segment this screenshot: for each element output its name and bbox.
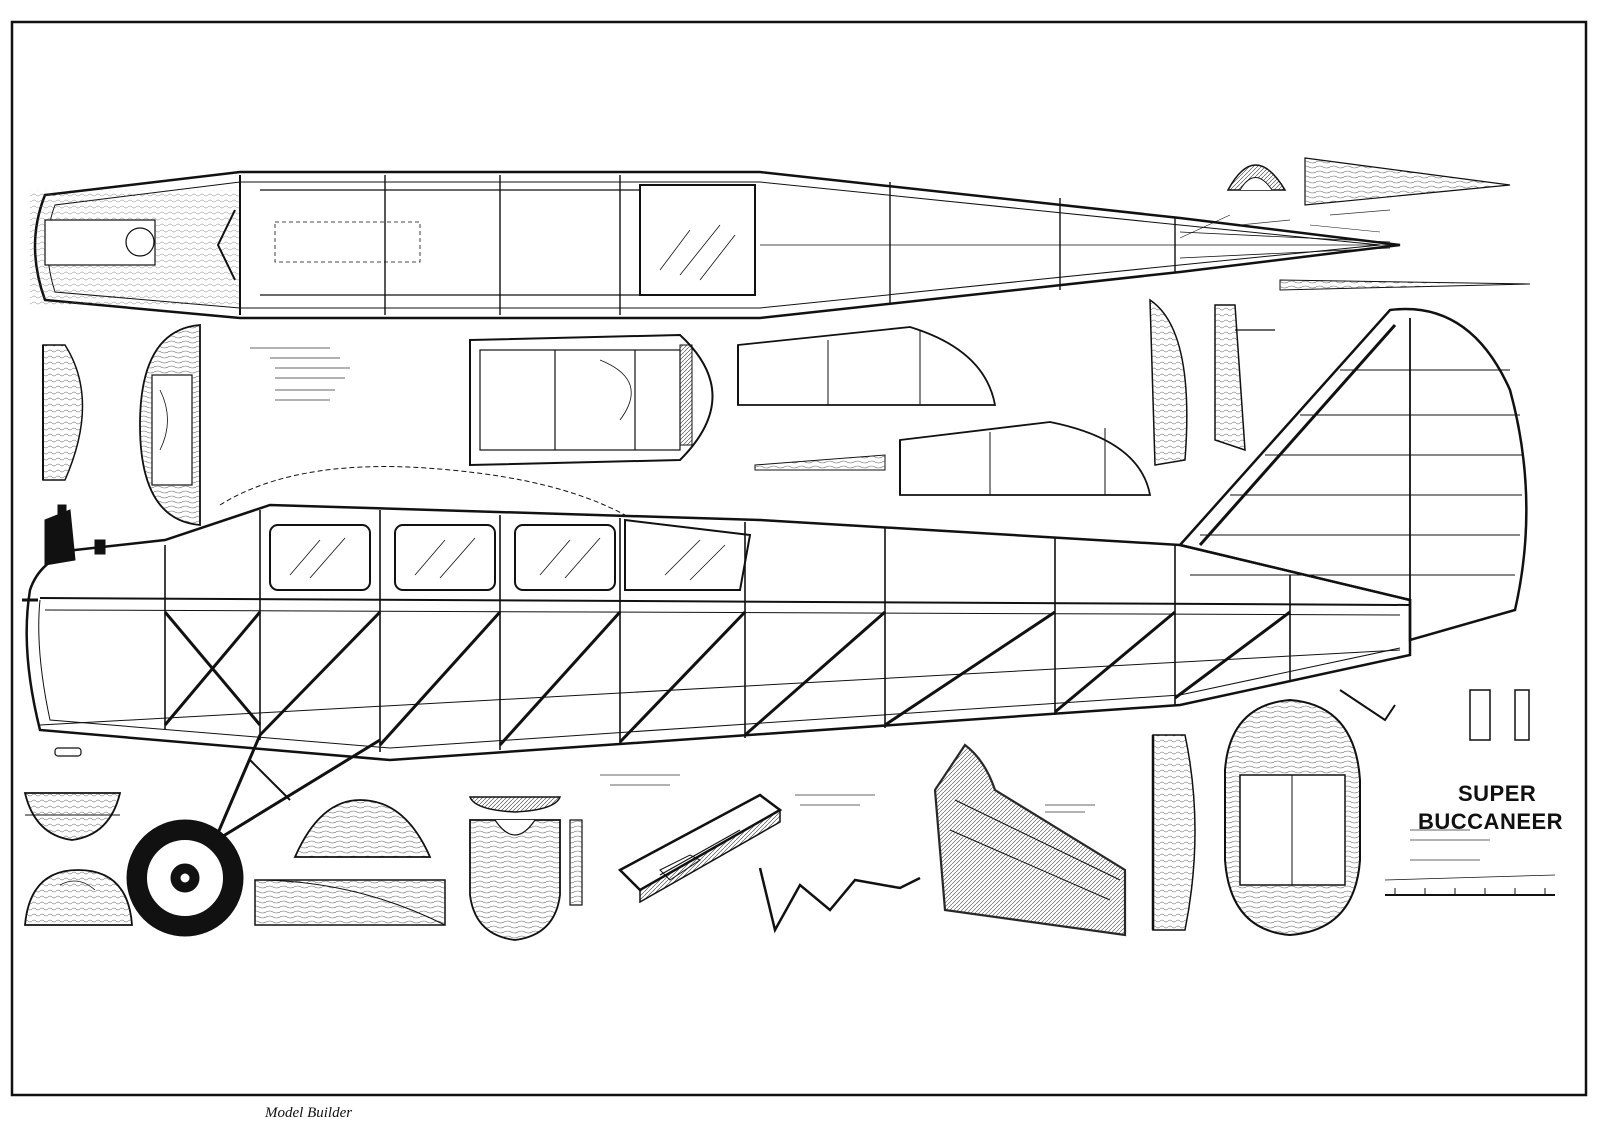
fuselage-side-view <box>22 307 1528 937</box>
bottom-parts <box>23 689 1556 941</box>
sheet-border <box>10 20 1588 1097</box>
publication-name: Model Builder <box>265 1105 353 1121</box>
center-parts <box>469 298 1275 496</box>
annotation-marks <box>250 209 1490 861</box>
title-line-1: SUPER <box>1458 781 1537 806</box>
title-line-2: BUCCANEER <box>1418 809 1564 834</box>
fuselage-top-view <box>30 170 1401 320</box>
upper-right-parts <box>1179 157 1531 291</box>
plan-title: SUPER BUCCANEER <box>1418 780 1600 836</box>
left-formers <box>42 324 201 526</box>
